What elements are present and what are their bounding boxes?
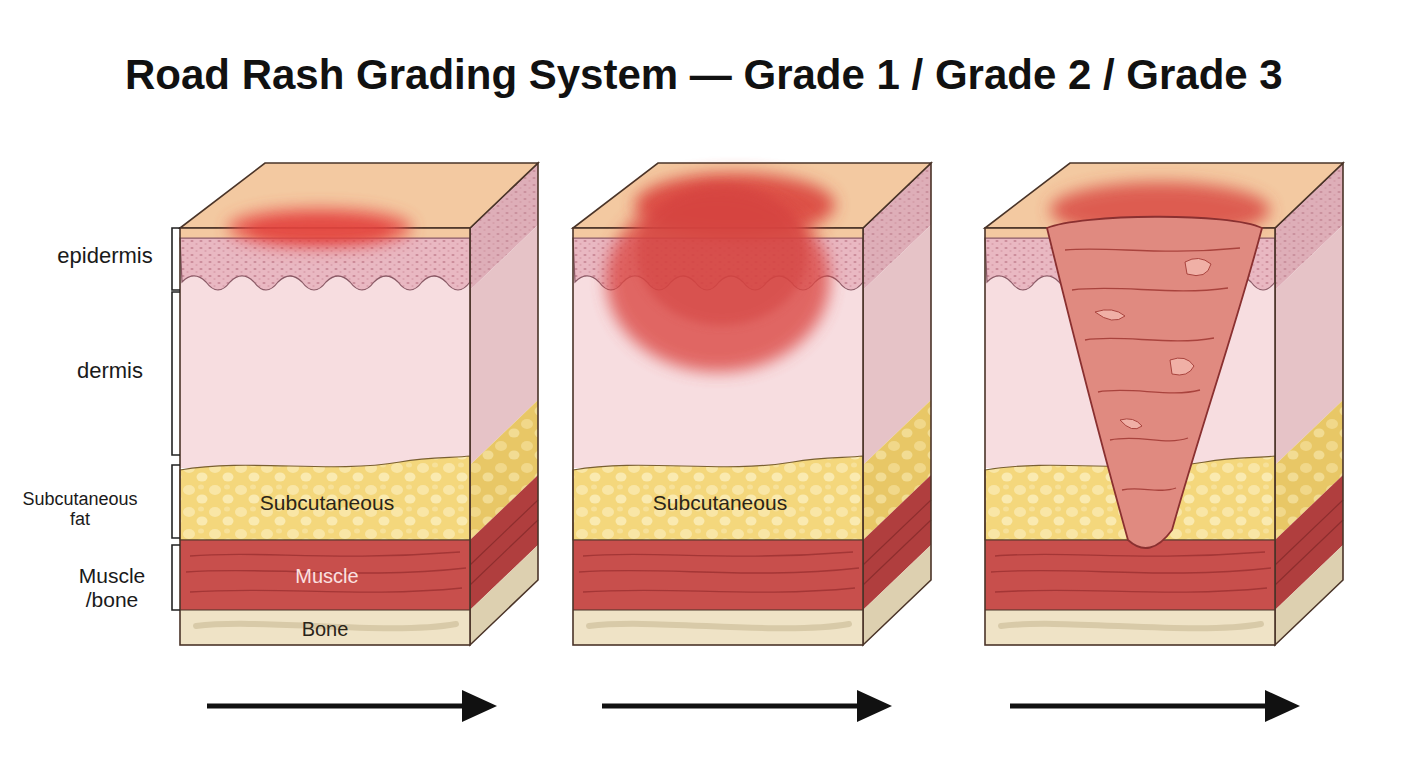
layer-name: Subcutaneous	[207, 491, 447, 515]
layer-name: Muscle	[227, 565, 427, 587]
layer-label: epidermis	[30, 244, 180, 269]
layer-label: dermis	[35, 359, 185, 384]
layer-name: Bone	[225, 618, 425, 640]
layer-label: Subcutaneous fat	[15, 489, 145, 529]
diagram-title: Road Rash Grading System — Grade 1 / Gra…	[125, 51, 1283, 98]
layer-label: Muscle /bone	[66, 564, 158, 611]
layer-name: Subcutaneous	[600, 491, 840, 515]
